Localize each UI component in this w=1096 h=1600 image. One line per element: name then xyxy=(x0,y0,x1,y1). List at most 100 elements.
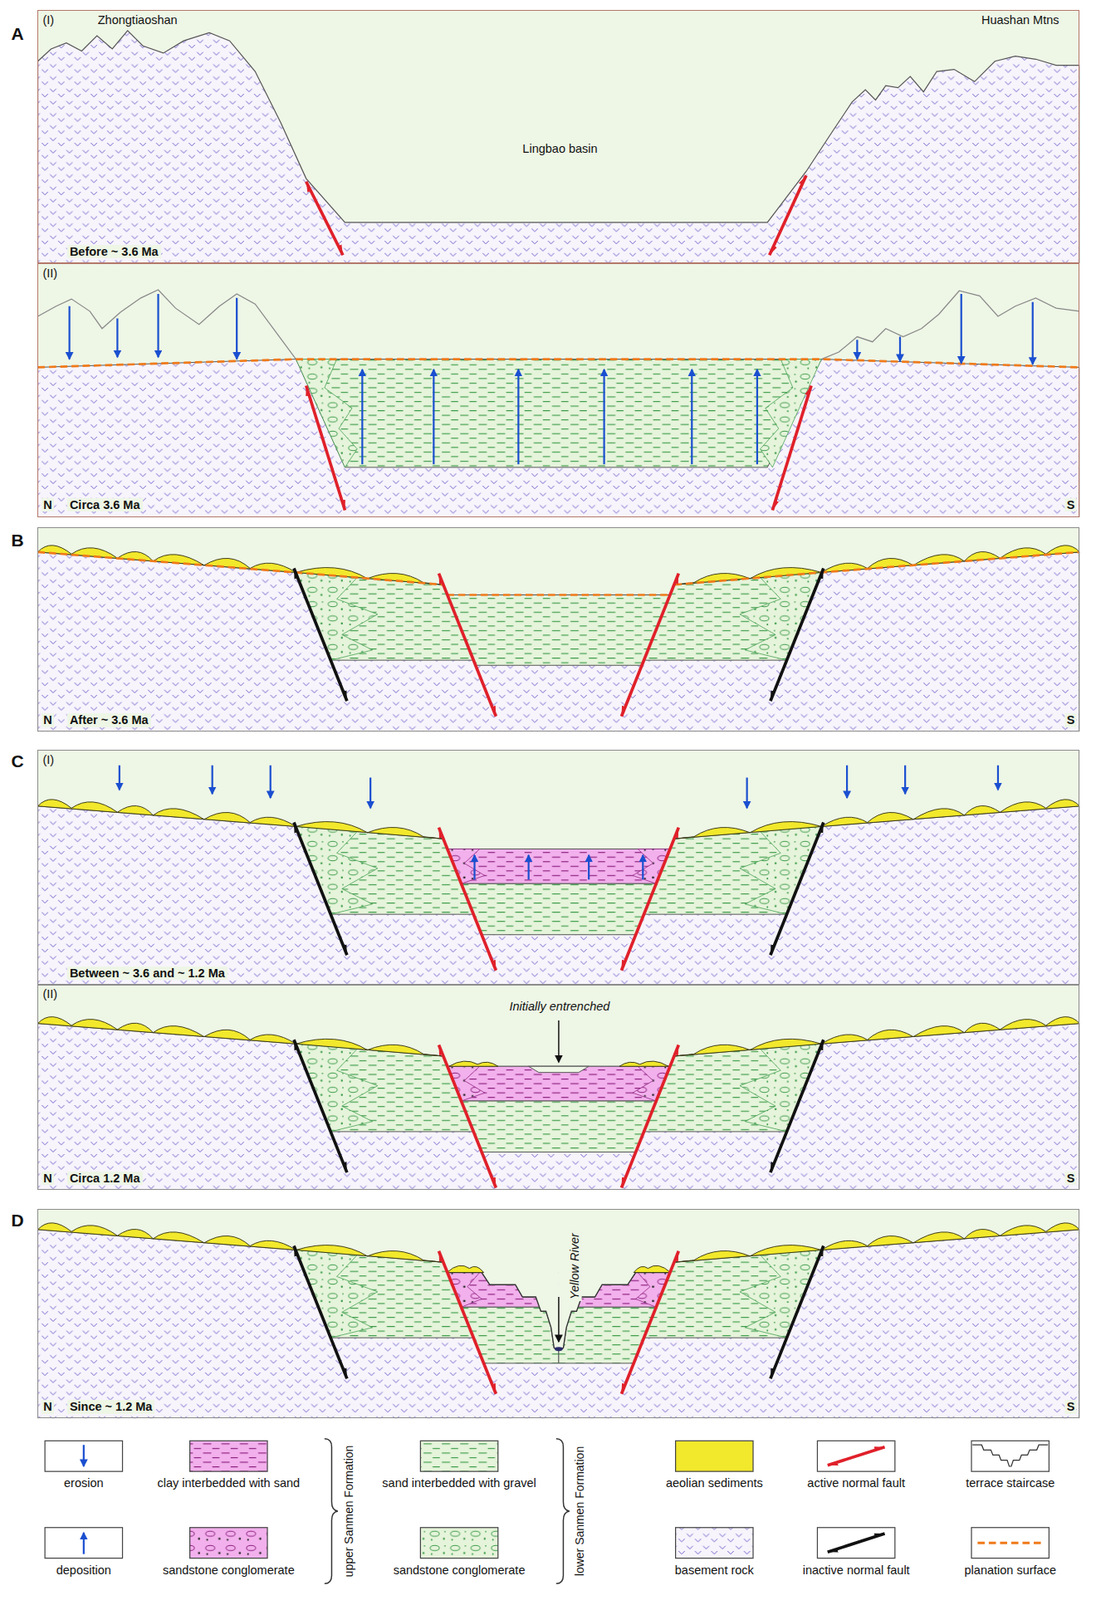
direction-label: N xyxy=(41,1399,54,1415)
swatch-box xyxy=(420,1527,498,1559)
panel-b-art xyxy=(293,568,496,717)
deposition-arrow xyxy=(602,369,605,465)
panel-b-art xyxy=(38,552,1081,732)
panel-c1-art xyxy=(38,765,1081,985)
erosion-arrow xyxy=(211,765,214,794)
swatch-box xyxy=(44,1440,123,1472)
fault-sample xyxy=(827,1447,886,1466)
lower-sanmen-sand xyxy=(461,1100,657,1152)
time-label: Since ~ 1.2 Ma xyxy=(67,1399,156,1415)
erosion-arrow xyxy=(235,298,238,360)
swatch-box xyxy=(675,1440,754,1472)
time-label: After ~ 3.6 Ma xyxy=(67,713,152,728)
river-channel xyxy=(554,1346,563,1351)
swatch-box xyxy=(817,1440,895,1472)
legend-label: clay interbedded with sand xyxy=(156,1476,300,1491)
time-label: Circa 1.2 Ma xyxy=(67,1171,143,1186)
lower-sanmen-sand xyxy=(295,359,822,468)
formation-label: upper Sanmen Formation xyxy=(342,1445,356,1578)
pointer-arrow xyxy=(557,1296,559,1342)
erosion-arrow xyxy=(856,339,858,359)
terrace-staircase xyxy=(446,1246,559,1364)
time-label: Before ~ 3.6 Ma xyxy=(67,244,162,260)
erosion-arrow xyxy=(119,765,529,881)
panel-c2-art xyxy=(293,1039,496,1188)
legend-swatch xyxy=(190,1527,268,1559)
legend-label: deposition xyxy=(56,1563,112,1578)
former-relief xyxy=(38,289,297,360)
panel-c1-art xyxy=(38,799,475,915)
direction-label: S xyxy=(1065,1399,1077,1415)
panel-c1-art xyxy=(644,799,1081,915)
panel-c2-art xyxy=(619,1061,669,1067)
erosion-arrow xyxy=(68,306,71,360)
erosion-arrow xyxy=(528,855,530,880)
section-panel: (II)NCirca 3.6 MaS xyxy=(37,263,1080,518)
active-fault xyxy=(306,181,343,255)
deposition-arrow xyxy=(432,369,435,465)
planation-surface xyxy=(38,552,1081,596)
legend-swatch xyxy=(44,1440,123,1472)
place-name: Huashan Mtns xyxy=(981,13,1060,28)
terrace-staircase xyxy=(461,1306,559,1364)
upper-sanmen-clay xyxy=(446,1066,671,1101)
panel-grounds xyxy=(38,263,1081,518)
swatch-box xyxy=(971,1527,1049,1559)
panel-d-art xyxy=(38,1223,475,1338)
panel-c2-art xyxy=(621,1039,823,1188)
lower-sanmen-sand xyxy=(461,883,657,935)
legend-label: terrace staircase xyxy=(965,1476,1055,1491)
direction-label: S xyxy=(1065,713,1077,728)
legend-swatch xyxy=(675,1527,754,1559)
active-fault xyxy=(772,386,812,511)
terrace-staircase xyxy=(481,1246,559,1351)
legend-swatch xyxy=(190,1440,268,1472)
panel-letter: B xyxy=(11,530,25,551)
erosion-arrow xyxy=(156,293,159,358)
basement-rock xyxy=(38,30,1081,264)
section-panel: (I)Between ~ 3.6 and ~ 1.2 Ma xyxy=(37,749,1080,985)
panel-grounds xyxy=(38,9,1081,1419)
legend-swatch xyxy=(44,1527,123,1559)
panel-c2-art xyxy=(38,1017,1081,1190)
deposition-arrow xyxy=(756,369,759,465)
panel-c2-art xyxy=(38,1017,475,1132)
panel-number: (I) xyxy=(42,753,54,768)
deposition-arrow xyxy=(361,369,363,465)
lower-sanmen-sand xyxy=(446,594,671,666)
erosion-arrow xyxy=(473,855,475,880)
planation-sample xyxy=(977,1541,1043,1545)
erosion-arrow xyxy=(899,337,901,362)
erosion-arrow xyxy=(269,765,272,798)
section-panel: Yellow RiverNSince ~ 1.2 MaS xyxy=(37,1208,1080,1419)
panel-grounds xyxy=(38,9,1081,264)
section-panel: (II)Initially entrenchedNCirca 1.2 MaS xyxy=(37,984,1080,1190)
swatch-box xyxy=(971,1440,1049,1472)
panel-number: (I) xyxy=(42,13,54,28)
legend-label: aeolian sediments xyxy=(665,1476,764,1491)
direction-label: S xyxy=(1065,498,1077,513)
aeolian-sediment xyxy=(449,1061,499,1067)
swatch-box xyxy=(44,1527,123,1559)
direction-label: N xyxy=(41,713,54,728)
panel-a2-art xyxy=(38,289,1081,518)
swatch-box xyxy=(675,1527,754,1559)
panel-d-art xyxy=(644,1223,1081,1338)
legend-brace xyxy=(556,1438,570,1585)
swatch-box xyxy=(190,1440,268,1472)
active-fault xyxy=(769,175,807,255)
panel-b-art xyxy=(38,545,1081,732)
deposition-arrow xyxy=(690,369,693,465)
legend-swatch xyxy=(971,1440,1049,1472)
basement-rock xyxy=(38,359,1081,518)
aeolian-sediment xyxy=(449,1061,499,1067)
legend-swatch xyxy=(675,1440,754,1472)
section-panel: (I)ZhongtiaoshanHuashan MtnsLingbao basi… xyxy=(37,9,1080,264)
panel-d-art xyxy=(38,1229,1081,1419)
panel-c1-art xyxy=(38,765,1081,985)
panel-d-art xyxy=(38,1223,1081,1419)
erosion-arrow xyxy=(369,777,372,808)
arrow-sample xyxy=(83,1532,85,1555)
swatch-box xyxy=(817,1527,895,1559)
time-label: Circa 3.6 Ma xyxy=(67,498,143,513)
